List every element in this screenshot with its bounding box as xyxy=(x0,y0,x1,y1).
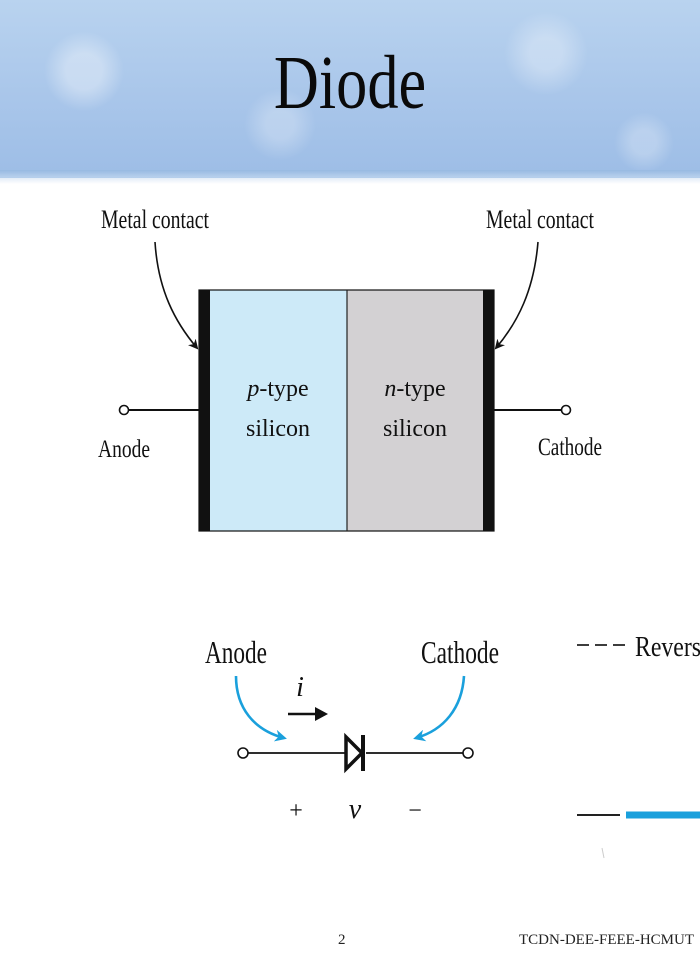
plus-sign: + xyxy=(289,798,303,824)
structure-cathode-label: Cathode xyxy=(538,434,602,461)
legend-artifact-mark xyxy=(601,847,605,859)
voltage-label: v xyxy=(349,794,362,825)
n-type-label: n-type xyxy=(384,376,445,402)
header-banner xyxy=(0,0,700,178)
page-number: 2 xyxy=(338,932,346,948)
p-type-suffix: -type xyxy=(259,376,308,402)
p-type-letter: p xyxy=(245,376,259,402)
current-arrowhead-icon xyxy=(315,707,328,721)
left-metal-contact-label: Metal contact xyxy=(101,205,210,234)
p-type-region xyxy=(210,290,347,531)
right-metal-contact-label: Metal contact xyxy=(486,205,595,234)
symbol-cathode-terminal xyxy=(462,747,474,759)
anode-pointer-arrow xyxy=(234,675,287,742)
anode-terminal xyxy=(118,404,130,416)
n-type-suffix: -type xyxy=(396,376,445,402)
reverse-legend-label: Revers xyxy=(635,632,700,663)
cathode-terminal xyxy=(560,404,572,416)
n-silicon-label: silicon xyxy=(383,416,447,442)
n-type-region xyxy=(347,290,483,531)
current-label: i xyxy=(296,672,304,703)
header-edge xyxy=(0,170,700,184)
footer-code: TCDN-DEE-FEEE-HCMUT xyxy=(519,932,694,948)
symbol-anode-label: Anode xyxy=(205,634,267,670)
left-contact-pointer-arrow xyxy=(154,241,199,350)
structure-anode-label: Anode xyxy=(98,436,150,463)
right-metal-contact xyxy=(483,290,494,531)
right-contact-pointer-arrow xyxy=(494,241,539,350)
diode-triangle-icon xyxy=(344,732,365,774)
p-type-label: p-type xyxy=(245,376,308,402)
n-type-letter: n xyxy=(384,376,396,402)
symbol-cathode-label: Cathode xyxy=(421,634,499,670)
left-metal-contact xyxy=(199,290,210,531)
cathode-pointer-arrow xyxy=(413,675,466,742)
minus-sign: − xyxy=(408,798,422,824)
symbol-anode-terminal xyxy=(237,747,249,759)
p-silicon-label: silicon xyxy=(246,416,310,442)
slide-title: Diode xyxy=(273,41,427,125)
